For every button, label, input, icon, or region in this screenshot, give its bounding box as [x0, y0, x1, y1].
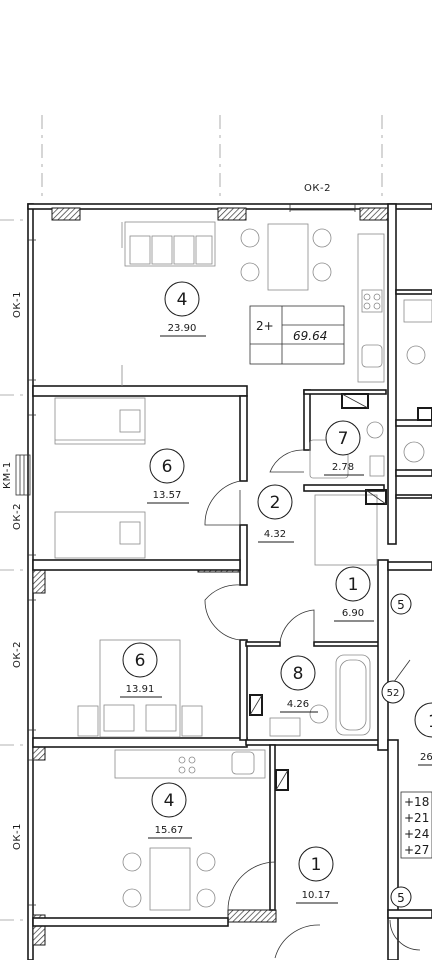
shaft-marks: [249, 393, 432, 791]
window-labels: ОК-2 ОК-1 КМ-1 ОК-2 ОК-2 ОК-1: [2, 183, 331, 850]
window-label-left-2: ОК-2: [12, 503, 23, 530]
room-area: 13.57: [153, 490, 182, 501]
level-mark: +27: [404, 843, 429, 857]
partial-room-number: 1: [428, 712, 432, 732]
level-mark: +18: [404, 795, 429, 809]
room-labels: 4 23.90 6 13.57 7 2.78 2 4.32 1 6.90 6 1…: [120, 281, 374, 904]
room-number-circle: [335, 566, 371, 602]
room-number: 6: [135, 651, 146, 671]
room-number: 1: [311, 855, 322, 875]
room-area: 10.17: [302, 890, 331, 901]
summary-table: 2+ 69.64: [249, 305, 345, 365]
apartment-type-label: 2+: [256, 319, 274, 333]
apartment-total-area: 69.64: [293, 329, 327, 343]
room-area: 2.78: [332, 462, 354, 473]
room-number: 4: [164, 791, 175, 811]
furniture: [54, 221, 432, 911]
marker-5-lower: 5: [397, 891, 405, 905]
room-number-circle: [280, 655, 316, 691]
interior-walls: [32, 203, 432, 960]
room-number-circle: [151, 782, 187, 818]
room-number: 1: [348, 575, 359, 595]
room-number-circle: [149, 448, 185, 484]
level-mark: +21: [404, 811, 429, 825]
room-number: 6: [162, 457, 173, 477]
room-area: 6.90: [342, 608, 364, 619]
room-number: 7: [338, 429, 349, 449]
marker-5-upper: 5: [397, 598, 405, 612]
room-number-circle: [257, 484, 293, 520]
markers: 5 5 52 1 26: [381, 593, 432, 908]
marker-52: 52: [387, 688, 400, 699]
room-number-circle: [122, 642, 158, 678]
room-number-circle: [164, 281, 200, 317]
room-area: 4.26: [287, 699, 309, 710]
window-label-left-1: ОК-1: [12, 291, 23, 318]
room-number: 2: [270, 493, 281, 513]
room-area: 15.67: [155, 825, 184, 836]
level-marks: +18 +21 +24 +27: [400, 791, 432, 859]
axis-lines: [0, 115, 383, 921]
room-area: 4.32: [264, 529, 286, 540]
room-area: 13.91: [126, 684, 155, 695]
room-area: 23.90: [168, 323, 197, 334]
level-mark: +24: [404, 827, 429, 841]
room-number-circle: [325, 420, 361, 456]
room-number-circle: [298, 846, 334, 882]
window-label-left-4: ОК-1: [12, 823, 23, 850]
window-label-left-3: ОК-2: [12, 641, 23, 668]
window-label-top: ОК-2: [304, 183, 331, 194]
room-number: 4: [177, 290, 188, 310]
room-number: 8: [293, 664, 304, 684]
window-label-left-km: КМ-1: [2, 461, 13, 489]
partial-room-area: 26: [420, 752, 432, 763]
